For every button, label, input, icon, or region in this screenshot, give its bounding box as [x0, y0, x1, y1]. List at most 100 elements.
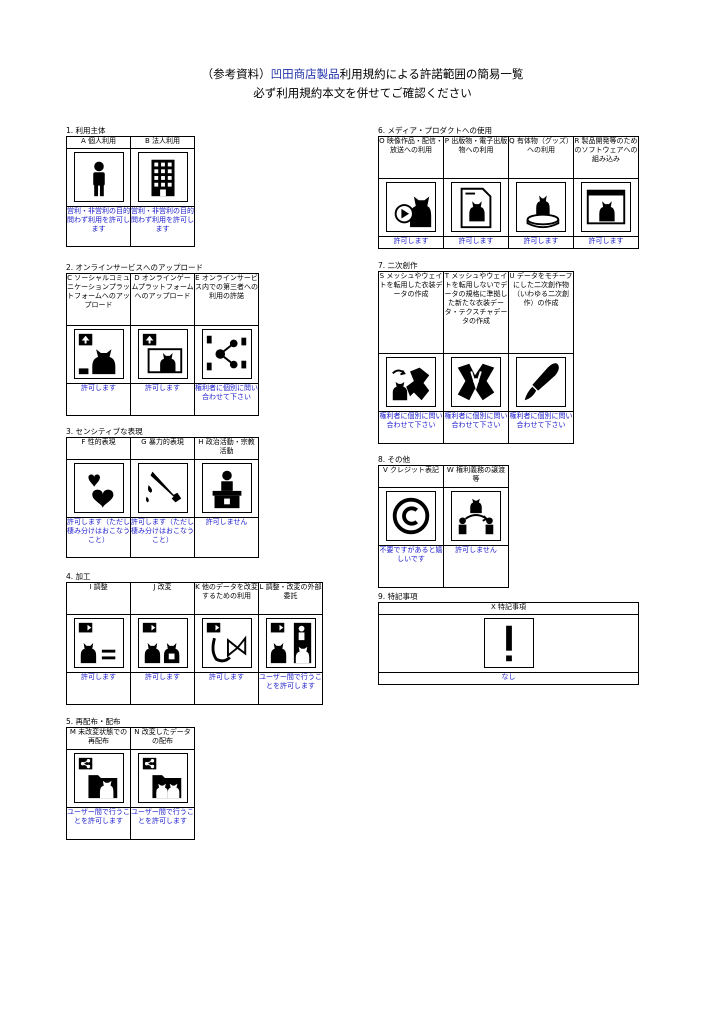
- upload-cat-icon: [73, 329, 124, 379]
- section-title: 2. オンラインサービスへのアップロード: [66, 263, 204, 272]
- label-C: C ソーシャルコミュニケーションプラットフォームへのアップロード: [66, 273, 131, 326]
- section-usage-subject: 1. 利用主体 A 個人利用 B 法人利用 営利・非営利の目的問わず利用を許可し…: [66, 125, 195, 247]
- label-P: P 出版物・電子出版物への利用: [443, 136, 509, 179]
- label-J: J 改変: [130, 582, 195, 615]
- section-media-product: 6. メディア・プロダクトへの使用 O 映像作品・配信・放送への利用 P 出版物…: [378, 125, 639, 249]
- label-G: G 暴力的表現: [130, 437, 195, 460]
- result-S: 権利者に個別に問い合わせて下さい: [378, 411, 444, 444]
- section-derivative-works: 7. 二次創作 S メッシュやウェイトを転用した衣装データの作成 T メッシュや…: [378, 260, 574, 444]
- page-subtitle: 必ず利用規約本文を併せてご確認ください: [253, 86, 472, 100]
- section-title: 8. その他: [378, 455, 411, 464]
- figure-icon: [516, 182, 566, 232]
- label-N: N 改変したデータの配布: [130, 727, 195, 750]
- clothing-icon: [386, 357, 436, 407]
- table-row-results: 許可します 許可します 許可します 許可します: [378, 236, 639, 249]
- license-table: M 未改変状態での再配布 N 改変したデータの配布 ユーザー間で行うことを許可し…: [66, 727, 195, 840]
- label-X: X 特記事項: [378, 602, 639, 615]
- title-prefix: （参考資料）: [201, 67, 271, 81]
- podium-icon: [201, 463, 252, 513]
- title-suffix: 利用規約による許諾範囲の簡易一覧: [339, 67, 524, 81]
- distribute-icon: [137, 753, 188, 803]
- copyright-icon: [386, 491, 436, 541]
- texture-icon: [451, 357, 501, 407]
- result-L: ユーザー間で行うことを許可します: [258, 672, 323, 705]
- section-processing: 4. 加工 I 調整 J 改変 K 他のデータを改変するための利用 L 調整・改…: [66, 571, 323, 705]
- result-U: 権利者に個別に問い合わせて下さい: [508, 411, 574, 444]
- table-row-results: なし: [378, 672, 639, 685]
- license-table: F 性的表現 G 暴力的表現 H 政治活動・宗教活動 許可します（: [66, 437, 259, 558]
- result-V: 不要ですがあると嬉しいです: [378, 545, 444, 588]
- license-table: A 個人利用 B 法人利用 営利・非営利の目的問わず利用を許可します 営利・非営…: [66, 136, 195, 247]
- redistribute-icon: [73, 753, 124, 803]
- result-O: 許可します: [378, 236, 444, 249]
- section-title: 7. 二次創作: [378, 261, 418, 270]
- result-H: 許可しません: [194, 517, 259, 558]
- section-special-notes: 9. 特記事項 X 特記事項 なし: [378, 591, 639, 685]
- table-row-results: 許可します（ただし棲み分けはおこなうこと） 許可します（ただし棲み分けはおこなう…: [66, 517, 259, 558]
- label-W: W 権利義務の譲渡等: [443, 465, 509, 488]
- table-row-icons: [66, 459, 259, 518]
- table-row-labels: C ソーシャルコミュニケーションプラットフォームへのアップロード D オンライン…: [66, 273, 259, 326]
- result-B: 営利・非営利の目的問わず利用を許可します: [130, 206, 195, 247]
- table-row-results: 営利・非営利の目的問わず利用を許可します 営利・非営利の目的問わず利用を許可しま…: [66, 206, 195, 247]
- result-D: 許可します: [130, 383, 195, 416]
- person-icon: [73, 152, 124, 202]
- label-A: A 個人利用: [66, 136, 131, 149]
- table-row-icons: [378, 487, 509, 546]
- table-row-results: 許可します 許可します 許可します ユーザー間で行うことを許可します: [66, 672, 323, 705]
- hearts-icon: [73, 463, 124, 513]
- table-row-icons: [66, 325, 259, 384]
- exclamation-icon: [483, 618, 534, 668]
- software-icon: [581, 182, 631, 232]
- result-F: 許可します（ただし棲み分けはおこなうこと）: [66, 517, 131, 558]
- label-V: V クレジット表記: [378, 465, 444, 488]
- table-row-icons: [378, 178, 639, 237]
- table-row-labels: X 特記事項: [378, 602, 639, 615]
- building-icon: [137, 152, 188, 202]
- license-table: V クレジット表記 W 権利義務の譲渡等 不要ですがあると嬉しいです 許可しませ…: [378, 465, 509, 588]
- table-row-labels: V クレジット表記 W 権利義務の譲渡等: [378, 465, 509, 488]
- label-E: E オンラインサービス内での第三者への利用の許諾: [194, 273, 259, 326]
- result-P: 許可します: [443, 236, 509, 249]
- transfer-icon: [451, 491, 501, 541]
- result-K: 許可します: [194, 672, 259, 705]
- reuse-icon: [201, 618, 252, 668]
- brush-icon: [516, 357, 566, 407]
- label-D: D オンラインゲームプラットフォームへのアップロード: [130, 273, 195, 326]
- table-row-labels: S メッシュやウェイトを転用した衣装データの作成 T メッシュやウェイトを転用し…: [378, 271, 574, 354]
- table-row-results: 許可します 許可します 権利者に個別に問い合わせて下さい: [66, 383, 259, 416]
- label-K: K 他のデータを改変するための利用: [194, 582, 259, 615]
- result-E: 権利者に個別に問い合わせて下さい: [194, 383, 259, 416]
- section-title: 5. 再配布・配布: [66, 717, 121, 726]
- result-I: 許可します: [66, 672, 131, 705]
- label-U: U データをモチーフにした二次創作物（いわゆる二次創作）の作成: [508, 271, 574, 354]
- table-row-labels: F 性的表現 G 暴力的表現 H 政治活動・宗教活動: [66, 437, 259, 460]
- label-L: L 調整・改変の外部委託: [258, 582, 323, 615]
- result-R: 許可します: [573, 236, 639, 249]
- result-X: なし: [378, 672, 639, 685]
- modify-icon: [137, 618, 188, 668]
- label-F: F 性的表現: [66, 437, 131, 460]
- table-row-icons: [66, 749, 195, 808]
- label-M: M 未改変状態での再配布: [66, 727, 131, 750]
- upload-screen-icon: [137, 329, 188, 379]
- table-row-labels: A 個人利用 B 法人利用: [66, 136, 195, 149]
- label-R: R 製品開発等のためのソフトウェアへの組み込み: [573, 136, 639, 179]
- result-M: ユーザー間で行うことを許可します: [66, 807, 131, 840]
- result-Q: 許可します: [508, 236, 574, 249]
- result-C: 許可します: [66, 383, 131, 416]
- result-G: 許可します（ただし棲み分けはおこなうこと）: [130, 517, 195, 558]
- section-title: 4. 加工: [66, 572, 91, 581]
- section-other: 8. その他 V クレジット表記 W 権利義務の譲渡等 不要ですがあると嬉しいで…: [378, 454, 509, 588]
- label-S: S メッシュやウェイトを転用した衣装データの作成: [378, 271, 444, 354]
- label-T: T メッシュやウェイトを転用しないでデータの規格に準拠した新たな衣装データ・テク…: [443, 271, 509, 354]
- license-table: I 調整 J 改変 K 他のデータを改変するための利用 L 調整・改変の外部委託: [66, 582, 323, 705]
- table-row-labels: O 映像作品・配信・放送への利用 P 出版物・電子出版物への利用 Q 有体物（グ…: [378, 136, 639, 179]
- section-title: 6. メディア・プロダクトへの使用: [378, 126, 493, 135]
- outsource-icon: [265, 618, 316, 668]
- result-J: 許可します: [130, 672, 195, 705]
- table-row-icons: [66, 614, 323, 673]
- label-O: O 映像作品・配信・放送への利用: [378, 136, 444, 179]
- result-W: 許可しません: [443, 545, 509, 588]
- shop-name-link[interactable]: 凹田商店製品: [270, 67, 340, 81]
